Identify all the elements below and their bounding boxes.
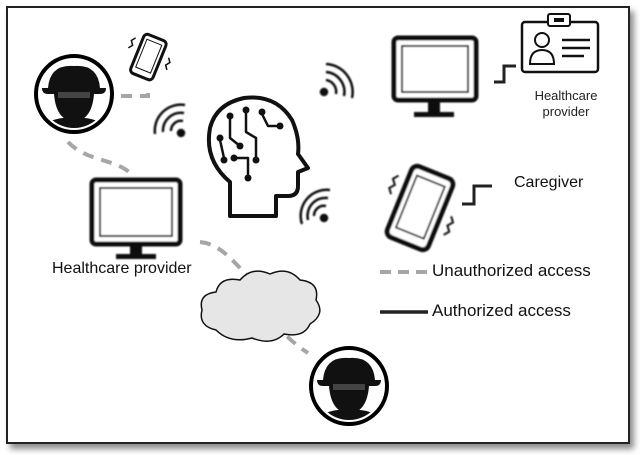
wifi-signal-icon [153, 103, 186, 138]
legend-authorized-label: Authorized access [432, 301, 571, 320]
authorized-connector-caregiver [462, 184, 492, 206]
healthcare-provider-top-label: Healthcare provider [534, 88, 598, 119]
wifi-signal-icon [299, 188, 331, 225]
hacker-icon [34, 54, 114, 134]
wifi-signal-icon [319, 62, 354, 99]
unauthorized-path-bottom [199, 240, 310, 355]
cloud-icon [200, 270, 321, 342]
brain-circuit-icon [207, 95, 310, 218]
monitor-icon [89, 177, 183, 259]
authorized-connector-top [494, 64, 516, 84]
hacker-icon [309, 346, 389, 426]
smartphone-icon [127, 32, 171, 82]
diagram-canvas [34, 13, 600, 426]
healthcare-provider-left-label: Healthcare provider [52, 260, 192, 277]
smartphone-icon [384, 163, 456, 253]
unauthorized-path-top [66, 88, 150, 178]
caregiver-label: Caregiver [514, 174, 584, 191]
monitor-icon [391, 35, 479, 117]
diagram-frame: Healthcare provider Caregiver Healthcare… [6, 6, 630, 444]
id-badge-icon [520, 13, 600, 74]
legend-unauthorized-label: Unauthorized access [432, 261, 591, 280]
